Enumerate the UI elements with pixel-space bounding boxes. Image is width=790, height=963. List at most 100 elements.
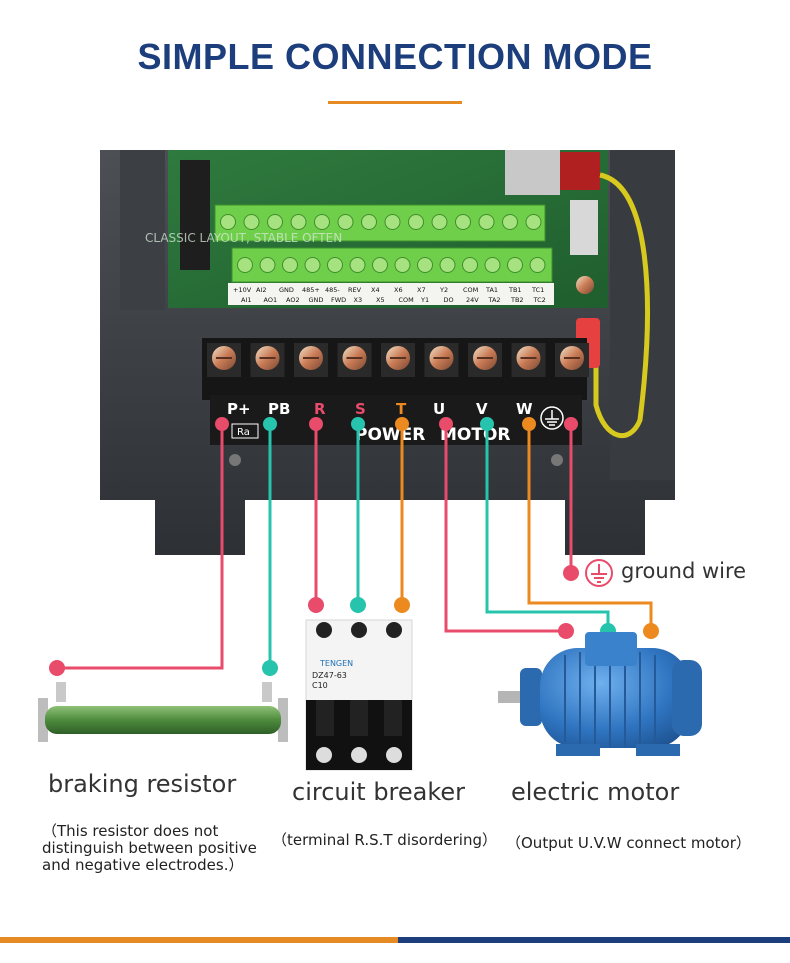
footer-bar-orange [0, 937, 398, 943]
wire-u [444, 424, 566, 633]
ground-wire-cable [593, 172, 650, 439]
earth-symbol-terminal [540, 406, 564, 430]
braking-resistor-image [38, 682, 288, 742]
pcb-terminal-screws-bottom [237, 257, 546, 273]
housing-screw-left [229, 454, 241, 466]
pcb-screw-top [220, 214, 236, 230]
power-tag: POWER [355, 425, 425, 445]
motor-tag: MOTOR [440, 425, 511, 445]
pcb-screw-bottom [327, 257, 343, 273]
resistor-symbol [231, 423, 259, 439]
pcb-label-top: X7 [417, 286, 426, 294]
pcb-label-top: REV [348, 286, 362, 294]
pcb-screw-bottom [372, 257, 388, 273]
pcb-label-top: 485- [325, 286, 340, 294]
pcb-label-top: +10V [233, 286, 252, 294]
pcb-label-bottom: X5 [376, 296, 385, 304]
wire-w [527, 424, 653, 631]
pcb-label-top: TC1 [531, 286, 544, 294]
ground-icon [585, 559, 613, 587]
pcb-label-bottom: TC2 [533, 296, 546, 304]
pcb-label-bottom: Y1 [420, 296, 429, 304]
power-terminal-screws [207, 343, 589, 377]
pcb-screw-top [243, 214, 260, 230]
pcb-label-bottom: FWD [331, 296, 346, 304]
power-terminal-label: S [355, 400, 366, 418]
control-pcb [168, 150, 608, 308]
pcb-terminal-screws-top [220, 214, 542, 230]
pcb-screw-bottom [484, 257, 501, 273]
pcb-screw-top [337, 214, 354, 230]
pcb-screw-bottom [529, 257, 546, 273]
wire-pplus [57, 424, 224, 670]
resistor-tag: Ra [237, 427, 250, 438]
pcb-label-top: X6 [394, 286, 403, 294]
pcb-label-bottom: AO1 [264, 296, 278, 304]
pcb-screw-top [267, 214, 283, 230]
pcb-screw-top [431, 214, 448, 230]
pcb-label-bottom: TA2 [488, 296, 501, 304]
wire-v [485, 424, 610, 631]
electric-motor-note: （Output U.V.W connect motor） [506, 834, 751, 852]
pcb-screw-top [408, 214, 424, 230]
braking-resistor-note: （This resistor does not distinguish betw… [42, 822, 257, 874]
pcb-label-bottom: DO [444, 296, 454, 304]
wires [57, 424, 653, 670]
pcb-screw-bottom [462, 257, 478, 273]
pcb-screw-bottom [394, 257, 411, 273]
breaker-rating: C10 [312, 681, 328, 690]
pcb-label-bottom: TB2 [510, 296, 524, 304]
power-terminal-label: R [314, 400, 326, 418]
pcb-screw-top [314, 214, 330, 230]
pcb-screw-bottom [282, 257, 298, 273]
pcb-label-bottom: COM [399, 296, 414, 304]
pcb-label-top: Y2 [439, 286, 448, 294]
pcb-screw-bottom [417, 257, 433, 273]
pcb-label-top: GND [279, 286, 294, 294]
pcb-label-top: TB1 [508, 286, 522, 294]
breaker-brand: TENGEN [319, 659, 353, 668]
electric-motor-label: electric motor [511, 778, 680, 806]
pcb-label-bottom: GND [309, 296, 324, 304]
pcb-screw-bottom [304, 257, 321, 273]
circuit-breaker-note: （terminal R.S.T disordering） [272, 831, 498, 849]
pcb-label-top: COM [463, 286, 478, 294]
pcb-screw-bottom [439, 257, 456, 273]
pcb-screw-bottom [507, 257, 523, 273]
footer-bar-blue [398, 937, 790, 943]
ground-wire-label: ground wire [621, 559, 747, 583]
pcb-label-bottom: 24V [466, 296, 479, 304]
pcb-label-bottom: AI1 [241, 296, 252, 304]
watermark-text: CLASSIC LAYOUT, STABLE OFTEN [145, 231, 342, 245]
pcb-screw-top [384, 214, 401, 230]
page-title: SIMPLE CONNECTION MODE [137, 36, 653, 77]
pcb-label-top: AI2 [256, 286, 267, 294]
pcb-screw-bottom [349, 257, 366, 273]
pcb-screw-top [502, 214, 518, 230]
ground-lug [576, 276, 594, 294]
title-underline [328, 101, 462, 104]
pcb-screw-top [361, 214, 377, 230]
pcb-label-top: X4 [371, 286, 380, 294]
power-terminal-label: P+ [227, 400, 251, 418]
pcb-labels-bottom: AI1 AO1 AO2 GND FWD X3 X5 COM Y1 DO 24V TA2 TB2 TC2 [241, 296, 546, 304]
pcb-label-top: 485+ [302, 286, 320, 294]
circuit-breaker-label: circuit breaker [292, 778, 466, 806]
power-terminal-label: U [433, 400, 445, 418]
pcb-label-bottom: AO2 [286, 296, 300, 304]
power-terminal-label: PB [268, 400, 290, 418]
pcb-screw-top [478, 214, 495, 230]
pcb-labels-top: +10V AI2 GND 485+ 485- REV X4 X6 X7 Y2 COM TA1 TB1 TC… [233, 286, 544, 294]
pcb-label-bottom: X3 [354, 296, 363, 304]
circuit-breaker-image [305, 619, 413, 771]
pcb-screw-top [455, 214, 471, 230]
braking-resistor-label: braking resistor [48, 770, 237, 798]
power-terminal-label: V [476, 400, 488, 418]
housing-screw-right [551, 454, 563, 466]
breaker-model: DZ47-63 [312, 671, 347, 680]
power-terminal-label: W [516, 400, 533, 418]
pcb-label-top: TA1 [485, 286, 498, 294]
pcb-screw-top [525, 214, 542, 230]
